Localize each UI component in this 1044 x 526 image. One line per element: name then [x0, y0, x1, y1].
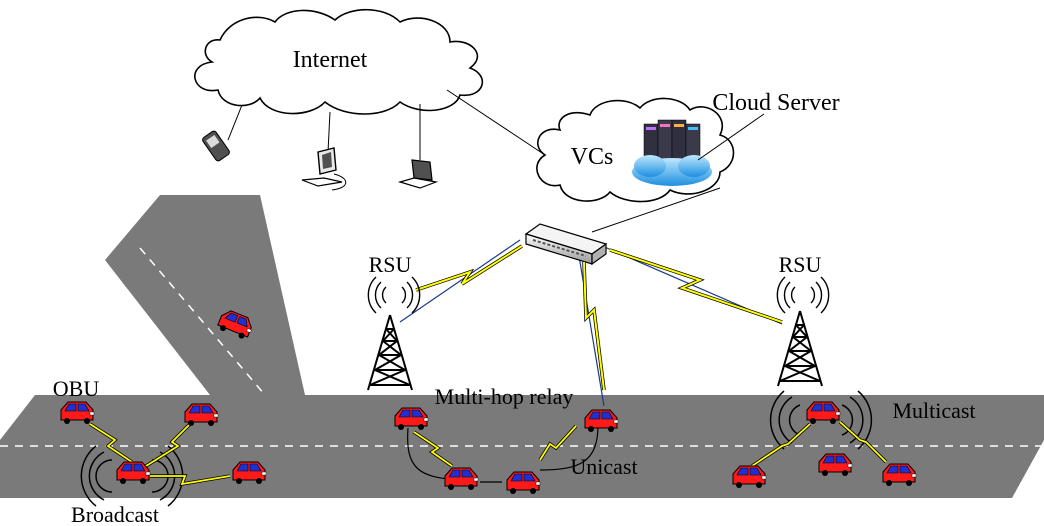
vcs-label: VCs: [571, 144, 614, 170]
laptop-icon: [397, 159, 439, 189]
cloud-server-pointer: [697, 113, 765, 161]
internet-cloud: Internet: [194, 9, 484, 115]
multicast-signal-icon: [769, 390, 873, 450]
cloud-server-label: Cloud Server: [712, 90, 839, 116]
obu-label: OBU: [53, 376, 100, 401]
rsu-left: RSU: [367, 252, 421, 391]
server-rack-icon: [632, 119, 712, 186]
phone-icon: [202, 130, 230, 162]
diagonal-lane-marking: [139, 247, 266, 396]
rsu-right-signal-icon: [776, 276, 830, 314]
broadcast-label: Broadcast: [71, 502, 159, 526]
unicast-label: Unicast: [570, 454, 637, 479]
backhaul-wireless-links: [415, 244, 783, 391]
rsu-right: RSU: [776, 252, 830, 387]
diagonal-road: [105, 195, 305, 395]
switch-icon: [524, 223, 608, 266]
rsu-left-signal-icon: [367, 276, 421, 314]
rsu-right-label: RSU: [779, 252, 822, 277]
rsu-left-label: RSU: [369, 252, 412, 277]
road-network: [0, 195, 1044, 498]
vc-cloud: VCs: [536, 97, 735, 203]
v2v-wireless-links: [89, 420, 888, 487]
rsu-tower-icon: [367, 314, 413, 391]
rsu-tower-icon: [777, 310, 823, 387]
multi-hop-relay-label: Multi-hop relay: [435, 384, 574, 409]
desktop-icon: [301, 147, 347, 191]
multicast-label: Multicast: [892, 398, 975, 423]
internet-label: Internet: [293, 47, 368, 73]
